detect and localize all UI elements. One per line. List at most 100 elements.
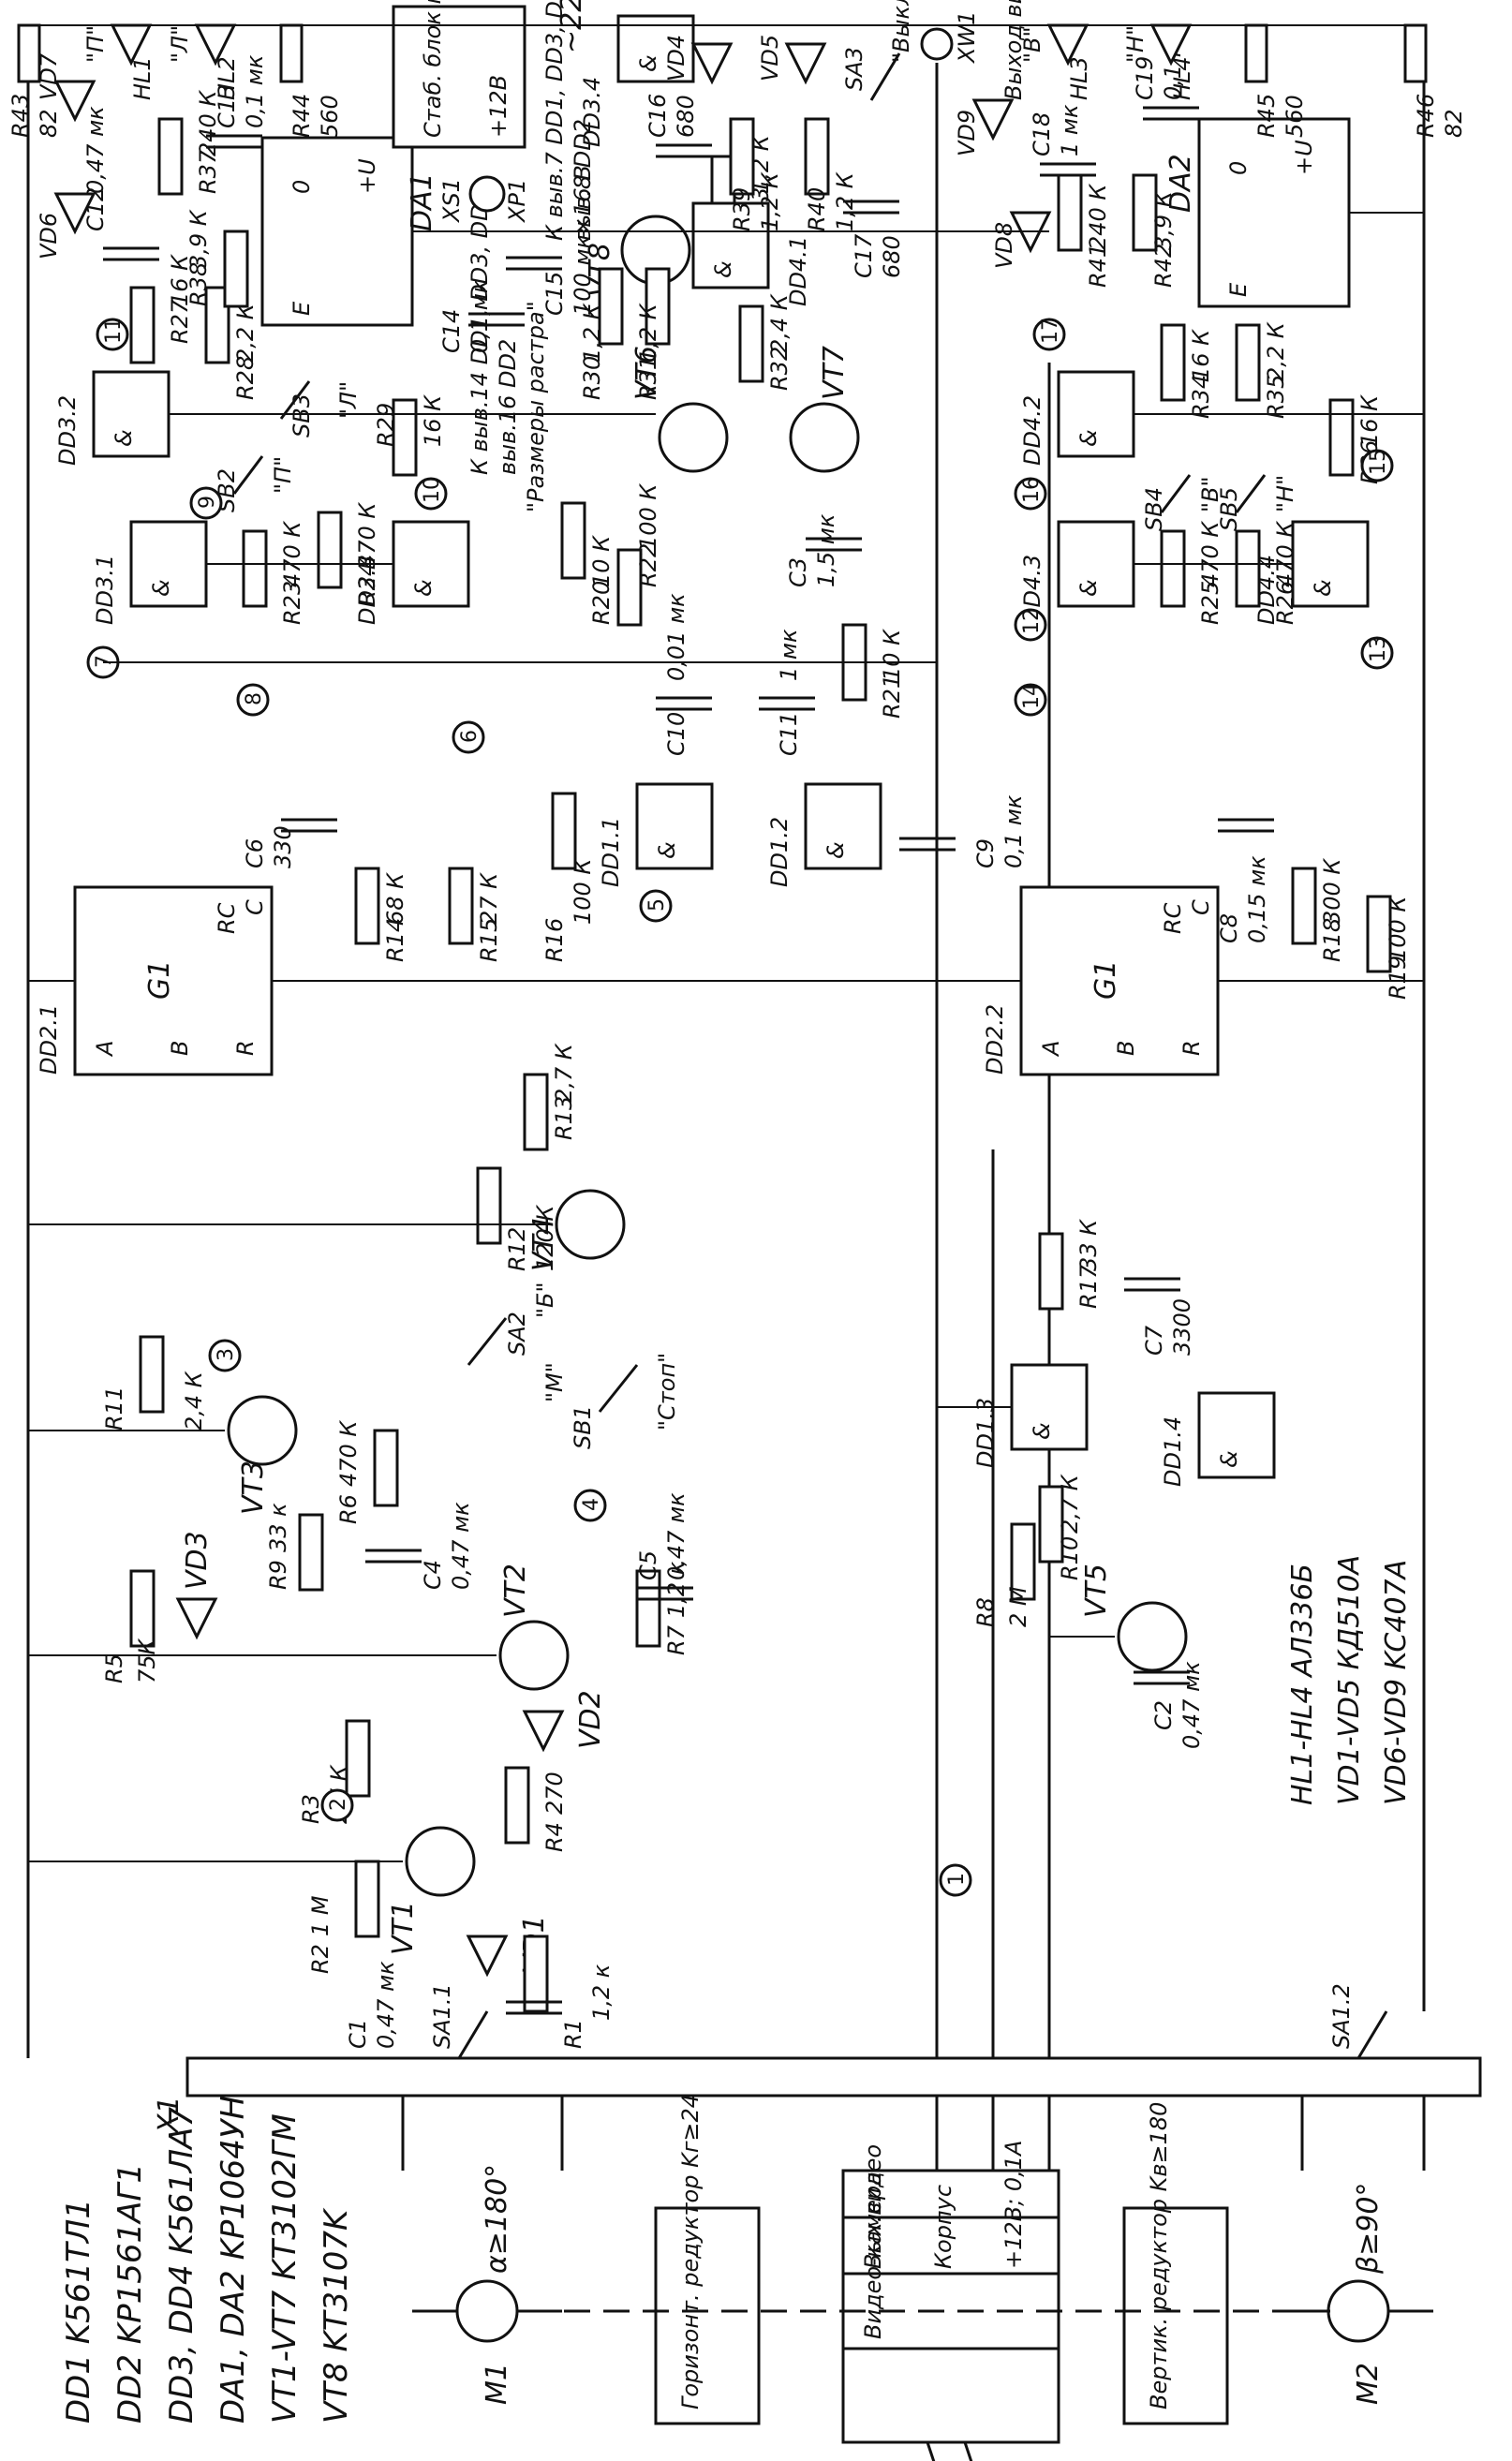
svg-text:"Выкл.": "Выкл." xyxy=(888,0,914,63)
svg-text:3: 3 xyxy=(215,1348,238,1361)
svg-text:VD6-VD9 KC407A: VD6-VD9 KC407A xyxy=(1380,1560,1413,1805)
resistor-r14: R14 68 К xyxy=(354,867,408,962)
svg-text:0: 0 xyxy=(289,180,315,194)
power-supply-block: Стаб. блок питания +12В ~220В xyxy=(392,0,588,149)
svg-text:"Н": "Н" xyxy=(1272,475,1298,512)
svg-text:VT4: VT4 xyxy=(527,1217,560,1271)
capacitor-c6: C6 330 xyxy=(242,818,337,868)
legend-line: DD1 K561TЛ1 xyxy=(60,2199,97,2424)
psu-label: Стаб. блок питания xyxy=(420,0,446,138)
capacitor-c1: C1 0,47 мк xyxy=(345,1961,562,2049)
motor-m2-angle: β≥90° xyxy=(1352,2183,1385,2275)
svg-text:C17: C17 xyxy=(851,233,877,278)
svg-text:R19: R19 xyxy=(1385,956,1411,1000)
svg-text:DD2.1: DD2.1 xyxy=(36,1004,62,1075)
svg-text:0,47 мк: 0,47 мк xyxy=(1178,1661,1205,1749)
svg-text:R22: R22 xyxy=(635,543,661,587)
svg-text:3,9 К: 3,9 К xyxy=(185,209,212,269)
resistor-r46: R46 82 xyxy=(1403,23,1467,138)
svg-text:0,47 мк: 0,47 мк xyxy=(663,1492,689,1580)
svg-text:C1: C1 xyxy=(345,2019,371,2049)
test-point: 9 xyxy=(189,486,223,520)
svg-text:14: 14 xyxy=(1020,683,1044,709)
test-point: 3 xyxy=(208,1339,242,1372)
svg-text:R32: R32 xyxy=(766,347,793,391)
svg-text:R: R xyxy=(1178,1040,1205,1056)
svg-text:100 мк×16 В: 100 мк×16 В xyxy=(570,165,596,316)
svg-text:1 мк: 1 мк xyxy=(1057,104,1083,156)
diode-vd3: VD3 xyxy=(175,1531,218,1640)
resistor-r25: R25 470 К xyxy=(1160,521,1223,625)
resistor-r7: R7 1,2 к xyxy=(635,1561,689,1655)
svg-text:R15: R15 xyxy=(476,918,502,962)
resistor-r30: R30 1,2 К xyxy=(579,267,624,400)
svg-text:VT3: VT3 xyxy=(237,1460,270,1515)
svg-text:15: 15 xyxy=(1367,449,1390,475)
svg-text:R23: R23 xyxy=(279,581,305,625)
svg-text:VD8: VD8 xyxy=(991,222,1017,269)
test-point: 6 xyxy=(452,720,485,754)
connector-xs1-xp1: XS1 XP1 К выв.7 DD1, DD3, DD4; выв.8 DD2 xyxy=(438,0,596,241)
motor-m1: M1 α≥180° xyxy=(412,2164,562,2405)
resistor-r42: R42 3,9 К xyxy=(1132,173,1177,288)
svg-text:2,2 К: 2,2 К xyxy=(232,303,259,363)
button-sb3: SB3 "Л" xyxy=(279,380,362,437)
svg-text:C19: C19 xyxy=(1132,56,1158,100)
svg-text:2: 2 xyxy=(327,1798,350,1811)
svg-text:XW1: XW1 xyxy=(954,11,980,65)
svg-text:VD4: VD4 xyxy=(663,35,689,82)
capacitor-c19: C19 0,1 мк xyxy=(1132,26,1199,121)
svg-text:HL1-HL4 AЛ336Б: HL1-HL4 AЛ336Б xyxy=(1286,1564,1319,1805)
svg-text:R17: R17 xyxy=(1075,1264,1102,1309)
resistor-r4: R4 270 xyxy=(504,1766,568,1852)
svg-text:C3: C3 xyxy=(785,557,811,587)
transistor-vt3: VT3 xyxy=(227,1395,298,1515)
svg-text:C5: C5 xyxy=(635,1550,661,1580)
x1-label: X1 xyxy=(153,2096,185,2135)
svg-text:A: A xyxy=(1038,1041,1064,1058)
svg-text:&: & xyxy=(1029,1422,1055,1440)
capacitor-c5: C5 0,47 мк xyxy=(635,1492,693,1601)
svg-text:DA1: DA1 xyxy=(406,172,438,231)
capacitor-c16: C16 680 xyxy=(645,94,712,158)
transistor-vt6: VT6 xyxy=(630,346,729,473)
svg-text:&: & xyxy=(410,579,437,597)
svg-text:0: 0 xyxy=(1225,161,1252,175)
svg-text:"Н": "Н" xyxy=(1122,25,1149,63)
test-point: 4 xyxy=(573,1489,607,1522)
ic-dd2-2: G1 A B R RC C DD2.2 xyxy=(982,885,1220,1076)
test-point: 14 xyxy=(1014,683,1047,717)
svg-text:DD3.3: DD3.3 xyxy=(354,555,380,625)
resistor-r26: R26 470 К xyxy=(1235,521,1298,625)
svg-text:C11: C11 xyxy=(776,712,802,756)
svg-text:&: & xyxy=(635,54,661,72)
svg-text:HL3: HL3 xyxy=(1066,56,1092,100)
button-sb4: SB4 "В" xyxy=(1141,474,1223,531)
power-note-mid2: выв.16 DD2 xyxy=(495,339,521,475)
svg-text:470 К: 470 К xyxy=(279,521,305,587)
svg-text:1,2 К: 1,2 К xyxy=(832,171,858,231)
svg-text:82: 82 xyxy=(36,109,62,138)
svg-text:2,4 К: 2,4 К xyxy=(181,1371,207,1431)
svg-text:SB5: SB5 xyxy=(1216,487,1242,531)
svg-text:1 мк: 1 мк xyxy=(776,629,802,681)
svg-text:DD3.2: DD3.2 xyxy=(54,395,81,466)
capacitor-c17: C17 680 xyxy=(843,200,905,278)
diode-vd9: VD9 xyxy=(954,98,1015,156)
legend-line: VT1-VT7 KT3102ГМ xyxy=(266,2113,304,2424)
motor-m1-angle: α≥180° xyxy=(481,2164,513,2274)
svg-text:R28: R28 xyxy=(232,356,259,400)
button-sb2: SB2 "П" xyxy=(214,455,296,512)
svg-text:B: B xyxy=(1113,1041,1139,1056)
svg-text:R16: R16 xyxy=(541,918,568,962)
resistor-r15: R15 27 К xyxy=(448,867,502,962)
motor-m2: M2 β≥90° xyxy=(1283,2183,1433,2405)
svg-text:A: A xyxy=(92,1041,118,1058)
gate-dd1-4: & DD1.4 xyxy=(1160,1391,1276,1487)
svg-text:VD3: VD3 xyxy=(181,1531,214,1590)
svg-text:R26: R26 xyxy=(1272,581,1298,625)
svg-text:6: 6 xyxy=(458,730,482,743)
svg-text:10 К: 10 К xyxy=(588,535,615,587)
connector-xw1: XW1 Выход видео xyxy=(920,0,1027,100)
transistor-vt5: VT5 xyxy=(1080,1564,1188,1672)
